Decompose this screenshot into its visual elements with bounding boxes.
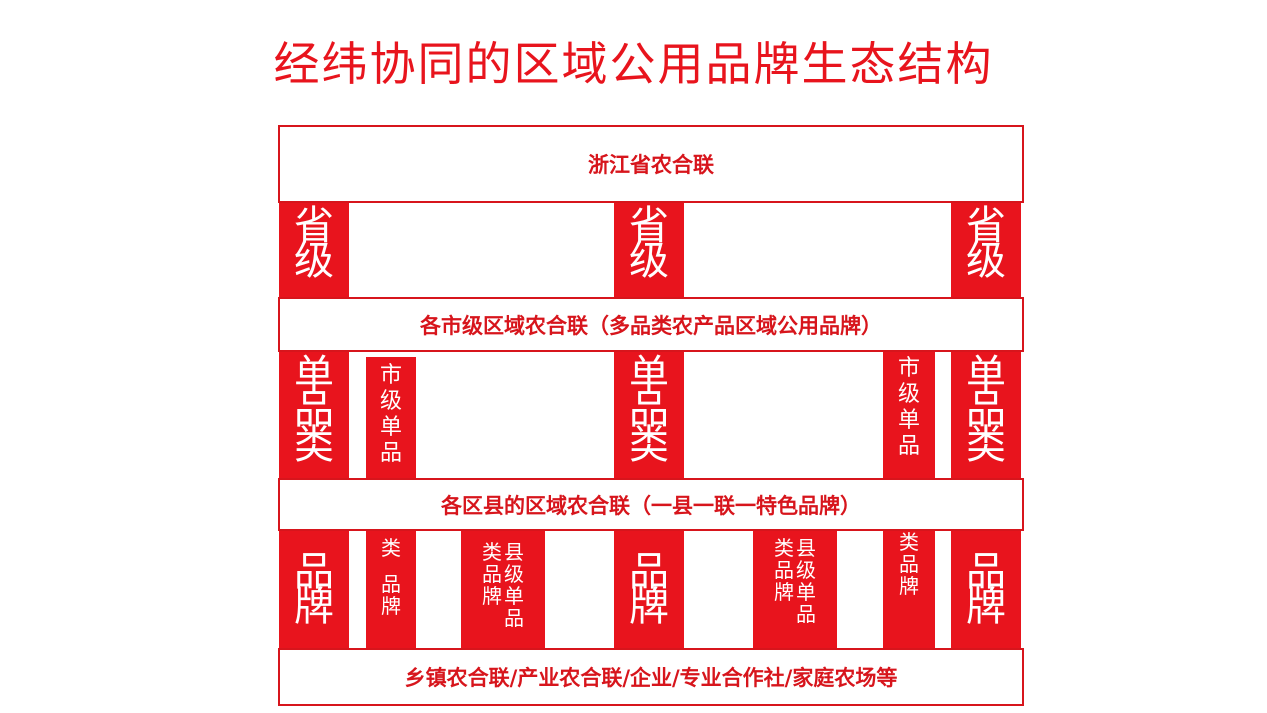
pillar-category-brand-right: 类品牌 — [883, 531, 935, 648]
pillar-brand-right: 品牌 — [951, 531, 1021, 648]
band-county: 各区县的区域农合联（一县一联一特色品牌） — [278, 478, 1024, 531]
pillar-single-category-center-label: 单品类 — [629, 352, 669, 468]
pillar-brand-left: 品牌 — [279, 531, 349, 648]
pillar-category-brand-left: 类 品牌 — [366, 531, 416, 648]
pillar-provincial-right-label: 省级 — [966, 203, 1006, 284]
pillar-single-category-right: 单品类 — [951, 352, 1021, 478]
pillar-category-brand-right-label: 类品牌 — [899, 531, 919, 598]
pillar-county-single-left-left-text: 类品牌 — [482, 540, 502, 608]
pillar-brand-center: 品牌 — [614, 531, 684, 648]
pillar-single-category-left-label: 单品类 — [294, 352, 334, 468]
band-base-label: 乡镇农合联/产业农合联/企业/专业合作社/家庭农场等 — [404, 665, 898, 690]
band-city: 各市级区域农合联（多品类农产品区域公用品牌） — [278, 297, 1024, 352]
pillar-city-single-left: 市级单品 — [366, 357, 416, 478]
pillar-county-single-right-left-text: 类品牌 — [774, 536, 794, 604]
pillar-city-single-right-label: 市级单品 — [898, 356, 921, 459]
pillar-single-category-right-label: 单品类 — [966, 352, 1006, 468]
pillar-county-single-right-right-text: 县级单品 — [796, 536, 816, 626]
pillar-single-category-center: 单品类 — [614, 352, 684, 478]
pillar-category-brand-left-bottom: 品牌 — [381, 572, 401, 618]
pillar-city-single-right: 市级单品 — [883, 352, 935, 478]
pillar-brand-center-label: 品牌 — [629, 548, 669, 630]
pillar-provincial-center-label: 省级 — [629, 203, 669, 284]
pillar-brand-left-label: 品牌 — [294, 548, 334, 630]
pillar-county-single-left: 县级单品 类品牌 — [461, 531, 545, 652]
pillar-brand-right-label: 品牌 — [966, 548, 1006, 630]
pillar-provincial-left-label: 省级 — [294, 203, 334, 284]
pillar-county-single-right: 县级单品 类品牌 — [753, 531, 837, 648]
band-province: 浙江省农合联 — [278, 125, 1024, 203]
pillar-provincial-center: 省级 — [614, 203, 684, 297]
band-county-label: 各区县的区域农合联（一县一联一特色品牌） — [441, 492, 861, 518]
pillar-city-single-left-label: 市级单品 — [380, 363, 403, 466]
pillar-provincial-left: 省级 — [279, 203, 349, 297]
pillar-provincial-right: 省级 — [951, 203, 1021, 297]
pillar-single-category-left: 单品类 — [279, 352, 349, 478]
pillar-county-single-left-right-text: 县级单品 — [504, 540, 524, 630]
band-province-label: 浙江省农合联 — [588, 152, 714, 177]
pillar-category-brand-left-top: 类 — [381, 536, 401, 560]
band-base: 乡镇农合联/产业农合联/企业/专业合作社/家庭农场等 — [278, 648, 1024, 706]
page-title: 经纬协同的区域公用品牌生态结构 — [273, 37, 994, 91]
band-city-label: 各市级区域农合联（多品类农产品区域公用品牌） — [420, 312, 882, 338]
